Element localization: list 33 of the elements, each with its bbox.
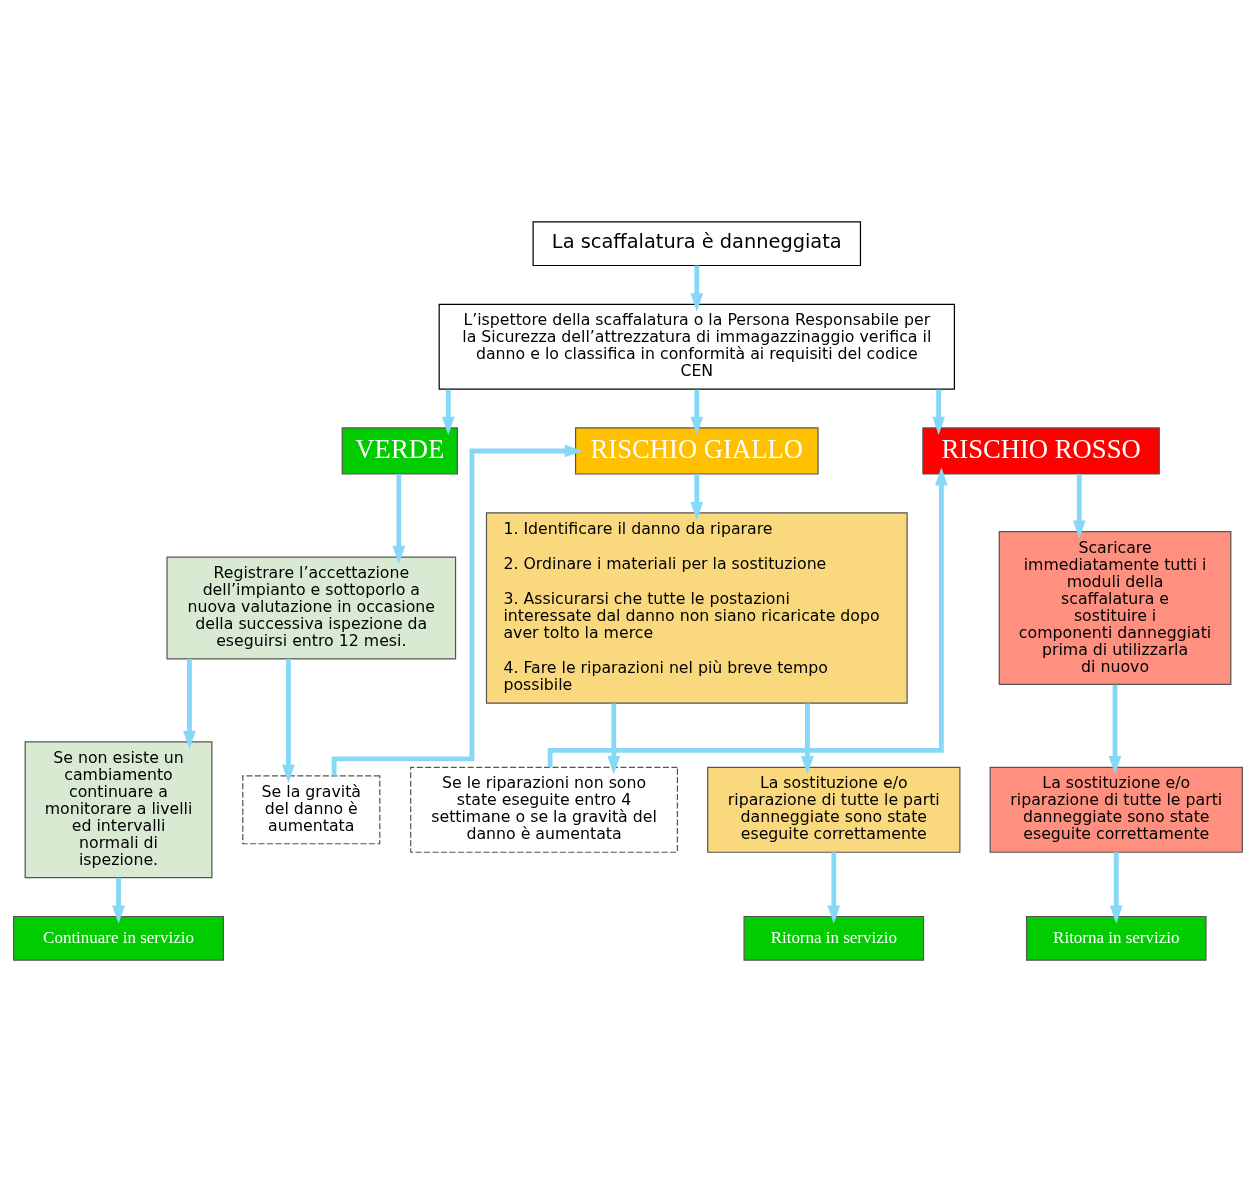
node-box: Registrare l’accettazione dell’impianto e sottoporlo a nuova valutazione in occasione della successiva ispezione da eseguirsi entro 12 mesi.: [166, 556, 457, 660]
arrow: [331, 444, 583, 776]
arrow: [690, 474, 704, 521]
arrow: [1108, 684, 1122, 775]
arrow: [932, 389, 946, 436]
arrow: [547, 467, 948, 768]
node-box: L’ispettore della scaffalatura o la Persona Responsabile per la Sicurezza dell’attrezzatura di immagazzinaggio verifica il danno e lo classifica in conformità ai requisiti del codice CEN: [438, 303, 956, 390]
arrow: [690, 389, 704, 436]
arrow: [1109, 852, 1123, 924]
node-box: RISCHIO ROSSO: [922, 427, 1160, 475]
node-box: La sostituzione e/o riparazione di tutte le parti danneggiate sono state eseguite correttamente: [707, 766, 961, 853]
arrow: [183, 658, 196, 750]
node-box: Ritorna in servizio: [743, 915, 925, 961]
node-box: Ritorna in servizio: [1025, 915, 1207, 961]
arrow: [112, 877, 125, 924]
arrow: [827, 852, 841, 924]
arrow: [690, 265, 704, 312]
node-box: La sostituzione e/o riparazione di tutte le parti danneggiate sono state eseguite correttamente: [989, 766, 1243, 853]
node-box: 1. Identificare il danno da riparare 2. Ordinare i materiali per la sostituzione 3. Assicurarsi che tutte le postazioni interessate dal danno non siano ricaricate dopo aver tolto la merce 4. Fare le riparazioni nel più breve tempo possibile: [485, 512, 908, 704]
node-box: Scaricare immediatamente tutti i moduli della scaffalatura e sostituire i componenti danneggiati prima di utilizzarla di nuovo: [998, 531, 1232, 685]
node-box: Continuare in servizio: [13, 915, 224, 961]
arrow: [607, 703, 621, 775]
node-box: Se non esiste un cambiamento continuare a monitorare a livelli ed intervalli normali di ispezione.: [24, 741, 213, 879]
node-box: La scaffalatura è danneggiata: [532, 221, 862, 267]
arrow: [441, 389, 455, 436]
node-box: Se le riparazioni non sono state eseguite entro 4 settimane o se la gravità del danno è aumentata: [410, 766, 678, 853]
arrow: [801, 703, 814, 775]
arrow: [392, 474, 406, 565]
node-box: VERDE: [341, 427, 458, 475]
node-box: Se la gravità del danno è aumentata: [242, 775, 381, 845]
arrow: [282, 658, 295, 784]
node-box: RISCHIO GIALLO: [574, 427, 819, 475]
arrow: [1072, 474, 1086, 539]
